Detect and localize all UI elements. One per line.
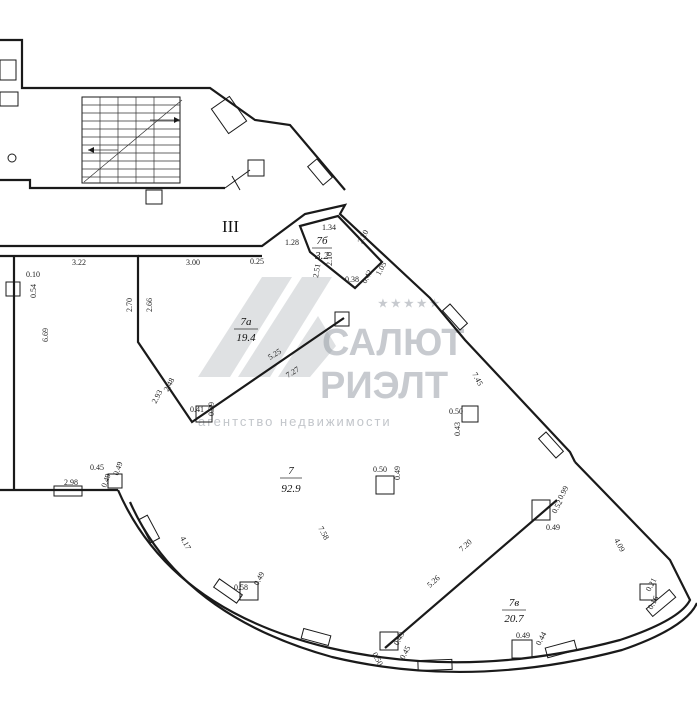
dim-label: 0.45 [398, 644, 413, 661]
dim-label: 3.00 [186, 258, 200, 267]
dim-label: 4.09 [612, 537, 627, 554]
dim-label: 0.49 [99, 472, 112, 488]
dim-label: 0.99 [556, 484, 571, 501]
dim-label: 7.20 [457, 537, 473, 553]
dim-label: 1.05 [374, 260, 389, 277]
dim-label: 3.22 [72, 258, 86, 267]
room-7-id: 7 [288, 465, 294, 477]
watermark-stars: ★ ★ ★ ★ ★ [378, 298, 440, 310]
watermark-brand-top: САЛЮТ [322, 322, 465, 364]
dim-label: 2.98 [64, 478, 78, 487]
dim-label: 2.66 [145, 298, 154, 312]
dim-label: 0.10 [26, 270, 40, 279]
room-7b-id: 7б [316, 235, 328, 247]
dim-label: 7.58 [316, 525, 331, 542]
watermark-logo-stripe-2 [238, 277, 332, 377]
dim-label: 0.44 [534, 630, 549, 647]
dim-label: 0.25 [250, 257, 264, 266]
dim-label: 0.54 [29, 284, 38, 298]
dim-label: 0.49 [111, 460, 124, 476]
dim-label: 0.38 [345, 275, 359, 284]
watermark-logo-stripe-1 [198, 277, 292, 377]
watermark: ★ ★ ★ ★ ★ САЛЮТ РИЭЛТ агентство недвижим… [198, 277, 465, 429]
room-7v-id: 7в [509, 597, 520, 609]
columns [107, 405, 657, 659]
stair-block [0, 38, 346, 205]
dim-label: 5.26 [425, 573, 441, 589]
watermark-subtitle: агентство недвижимости [198, 414, 392, 429]
main-walls [0, 203, 697, 674]
dim-label: 0.43 [453, 422, 462, 436]
dim-label: 0.50 [449, 407, 463, 416]
dim-label: 6.69 [41, 328, 50, 342]
room-7a-area: 19.4 [236, 332, 256, 344]
room-7b-area: 3.2 [314, 250, 329, 262]
dim-label: 0.49 [516, 631, 530, 640]
dim-label: 0.58 [234, 583, 248, 592]
dimension-labels: 3.22 0.10 0.54 6.69 2.70 2.66 3.00 0.25 … [26, 223, 660, 667]
dim-label: 2.93 [150, 388, 165, 405]
dim-label: 4.17 [178, 535, 193, 552]
dim-label: 0.39 [207, 402, 216, 416]
dim-label: 2.70 [125, 298, 134, 312]
dim-label: 0.49 [252, 570, 267, 587]
room-7-area: 92.9 [281, 483, 301, 495]
dim-label: 1.28 [285, 238, 299, 247]
dim-label: 0.41 [190, 405, 204, 414]
dim-label: 0.50 [373, 465, 387, 474]
dim-label: 0.49 [393, 466, 402, 480]
dim-label: 0.49 [546, 523, 560, 532]
room-7a-id: 7а [241, 316, 253, 328]
watermark-logo-stripe-3 [278, 316, 336, 377]
room-7v-area: 20.7 [504, 613, 524, 625]
dim-label: 7.45 [470, 371, 485, 388]
room-labels: 7 92.9 7а 19.4 7б 3.2 7в 20.7 [234, 235, 526, 625]
section-label: III [222, 217, 239, 236]
watermark-brand-bottom: РИЭЛТ [320, 365, 448, 407]
dim-label: 0.45 [90, 463, 104, 472]
windows [53, 303, 677, 672]
dim-label: 2.51 [311, 263, 322, 278]
dim-label: 0.16 [646, 594, 661, 611]
dim-label: 2.10 [325, 252, 334, 266]
dim-label: 1.34 [322, 223, 336, 232]
